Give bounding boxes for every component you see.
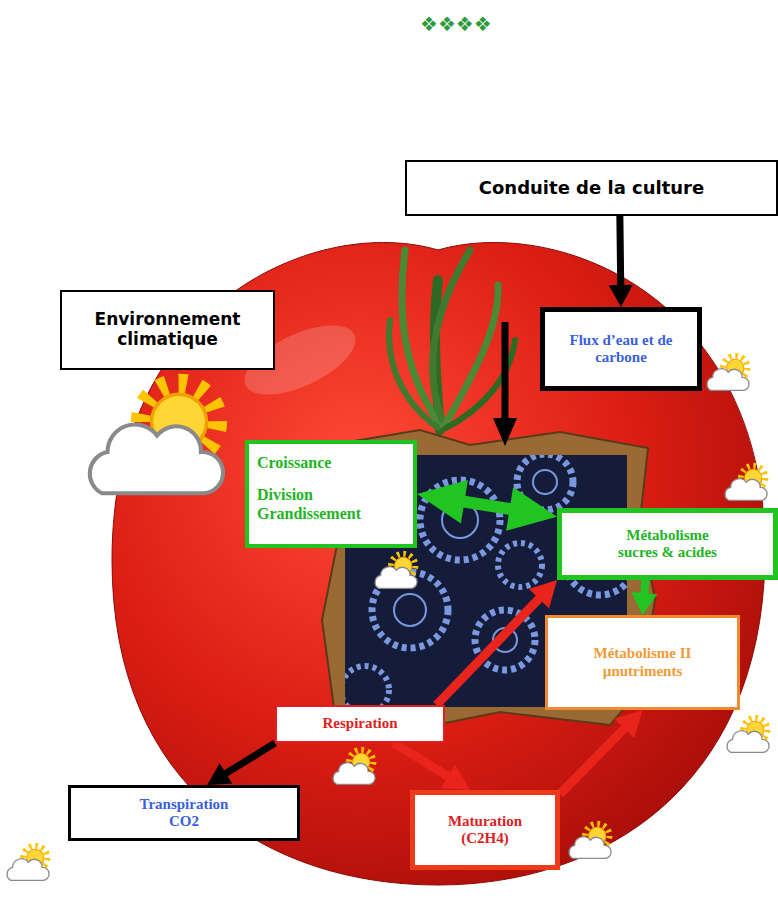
illustration-part bbox=[493, 418, 517, 446]
transpiration-box: Transpiration CO2 bbox=[68, 785, 300, 841]
arrow-shaft bbox=[616, 216, 624, 287]
illustration-part bbox=[333, 750, 375, 785]
flow-arrow bbox=[609, 216, 633, 307]
stem-arrow bbox=[493, 322, 517, 446]
node-text: Transpiration CO2 bbox=[134, 796, 234, 831]
arrow-shaft bbox=[644, 580, 645, 595]
illustration-part bbox=[707, 356, 749, 391]
arrow-head bbox=[417, 480, 468, 523]
arrow-shaft bbox=[560, 727, 626, 794]
node-text: Métabolisme II µnutriments bbox=[578, 645, 708, 680]
ornament: ❖❖❖❖ bbox=[420, 12, 492, 36]
arrow-shaft bbox=[460, 501, 515, 510]
illustration-part bbox=[569, 824, 611, 859]
illustration-part bbox=[502, 322, 509, 420]
flow-arrow bbox=[560, 710, 643, 794]
illustration-part bbox=[445, 285, 498, 425]
flow-arrow bbox=[631, 580, 657, 615]
flux-box: Flux d’eau et de carbone bbox=[540, 307, 702, 391]
flow-arrow bbox=[394, 743, 470, 790]
illustration-part bbox=[498, 543, 542, 587]
node-text: Respiration bbox=[323, 715, 398, 732]
illustration-part bbox=[533, 470, 557, 494]
arrow-head bbox=[506, 487, 557, 530]
arrow-shaft bbox=[437, 597, 541, 705]
node-text: Environnement climatique bbox=[78, 310, 258, 349]
arrow-head bbox=[609, 285, 633, 307]
illustration-part bbox=[375, 554, 417, 589]
node-text: Flux d’eau et de carbone bbox=[556, 332, 686, 367]
maturation-box: Maturation (C2H4) bbox=[410, 790, 560, 870]
illustration-part bbox=[394, 594, 426, 626]
secondary-metabolism-box: Métabolisme II µnutriments bbox=[545, 615, 740, 710]
arrow-head bbox=[614, 710, 642, 738]
arrow-head bbox=[631, 592, 657, 615]
arrow-shaft bbox=[394, 743, 450, 778]
respiration-box: Respiration bbox=[275, 705, 445, 743]
node-text: Conduite de la culture bbox=[479, 178, 704, 199]
illustration-part bbox=[727, 718, 769, 753]
climate-box: Environnement climatique bbox=[60, 290, 275, 370]
node-text: Maturation (C2H4) bbox=[435, 813, 535, 848]
illustration-part bbox=[90, 383, 223, 493]
metabolism-box: Métabolisme sucres & acides bbox=[557, 508, 778, 580]
node-text: Division Grandissement bbox=[257, 486, 367, 523]
illustration-part bbox=[725, 466, 767, 501]
control-box: Conduite de la culture bbox=[405, 160, 778, 216]
illustration-part bbox=[389, 320, 438, 428]
flow-arrow bbox=[437, 580, 558, 705]
growth-box: CroissanceDivision Grandissement bbox=[245, 440, 417, 548]
tomato-stem bbox=[389, 250, 515, 430]
flow-arrow bbox=[207, 743, 275, 785]
arrow-head bbox=[529, 580, 557, 608]
illustration-part bbox=[345, 666, 389, 707]
arrow-head bbox=[207, 763, 232, 785]
node-text: Métabolisme sucres & acides bbox=[608, 527, 728, 562]
node-text: Croissance bbox=[257, 454, 331, 472]
arrow-shaft bbox=[224, 743, 275, 775]
weather-icons bbox=[7, 356, 769, 881]
illustration-part bbox=[7, 846, 49, 881]
flow-arrow bbox=[417, 480, 557, 531]
arrow-head bbox=[441, 764, 470, 790]
